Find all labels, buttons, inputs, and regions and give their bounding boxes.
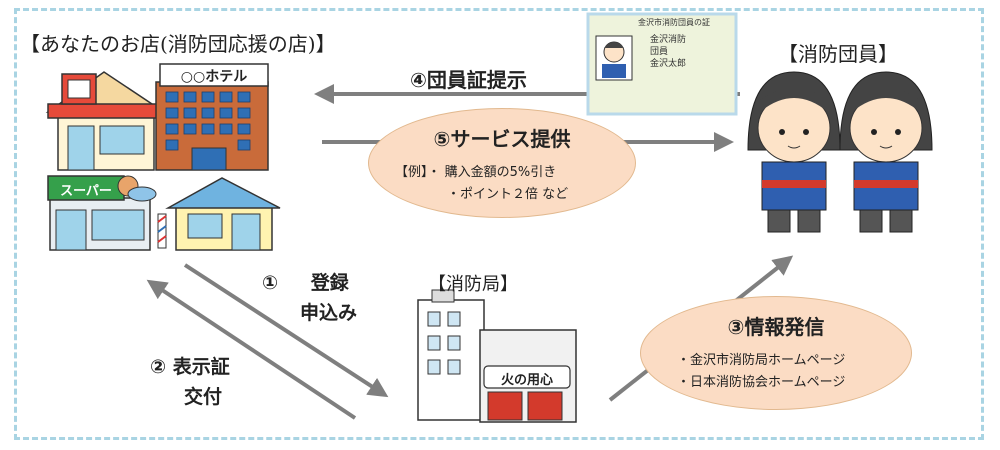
step1-label: ① 登録 [262,268,349,295]
step2-line1: ② 表示証 [150,356,230,378]
step1-number: ① [262,272,279,294]
step3-bubble: ③情報発信 ・金沢市消防局ホームページ ・日本消防協会ホームページ [640,296,912,410]
id-card-line: 金沢太郎 [650,59,687,69]
firefighter-title: 【消防団員】 [778,42,898,66]
id-card-line: 金沢消防 [650,35,687,45]
step3-heading: ③情報発信 [727,315,825,339]
step1-line2: 申込み [300,302,358,324]
id-card-line: 団員 [650,47,669,57]
hotel-sign: ○○ホテル [180,69,248,85]
step3-item: ・金沢市消防局ホームページ [677,353,846,368]
fire-dept-title: 【消防局】 [428,274,518,295]
firefighters-illustration [747,71,933,233]
step5-example-line1: 【例】・ 購入金額の5%引き [395,165,557,180]
step5-example-line2: ・ポイント２倍 など [447,187,569,202]
step1-line1: 登録 [310,272,349,294]
barber-shop-illustration [157,177,281,251]
fire-station-illustration [417,289,577,423]
id-card-illustration [586,12,738,116]
dashed-frame [14,8,984,440]
step2-line2: 交付 [184,386,223,408]
supermarket-sign: スーパー [60,184,112,199]
id-card-lines: 金沢消防 団員 金沢太郎 [650,34,686,70]
id-card-title: 金沢市消防団員の証 [638,18,710,27]
step5-heading: ⑤サービス提供 [433,127,571,151]
convenience-store-illustration [45,71,167,171]
step3-item: ・日本消防協会ホームページ [677,375,846,390]
fire-prevention-sign: 火の用心 [500,373,553,388]
hotel-illustration [155,63,269,171]
supermarket-illustration [47,175,157,251]
step4-label: ④団員証提示 [410,68,527,92]
step5-bubble: ⑤サービス提供 【例】・ 購入金額の5%引き ・ポイント２倍 など [368,108,636,218]
arrow-step2 [146,279,357,420]
arrow-step1 [183,263,389,398]
shop-title: 【あなたのお店(消防団応援の店)】 [20,32,336,56]
